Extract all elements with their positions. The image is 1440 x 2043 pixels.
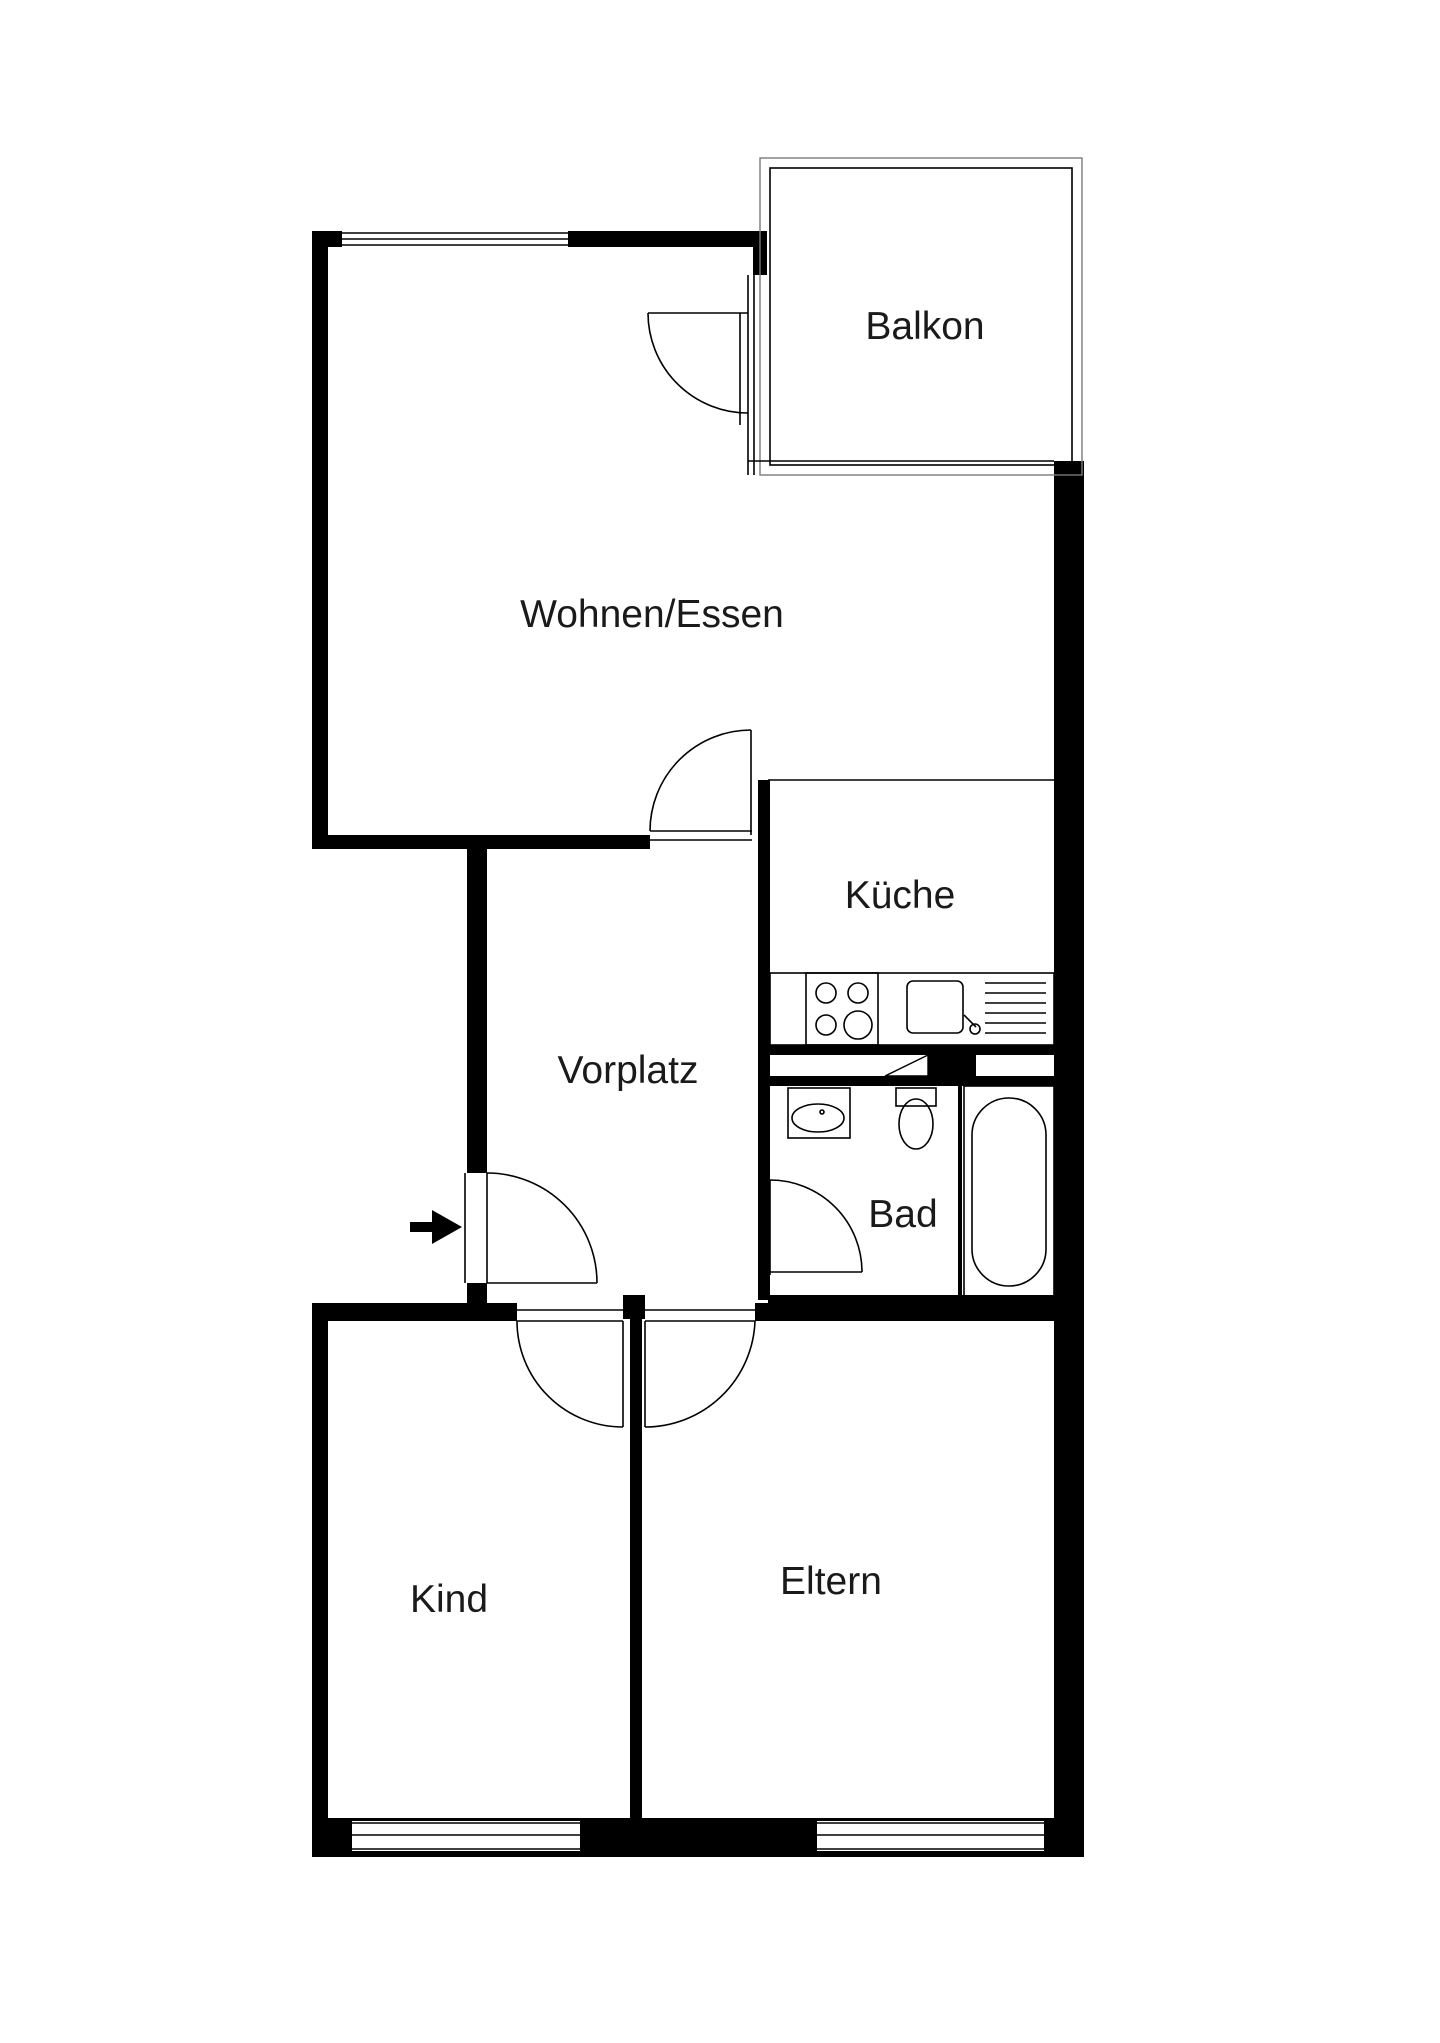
doors: [464, 312, 863, 1428]
arrow-right-icon: [410, 1210, 462, 1244]
wall-left-upper: [312, 231, 328, 843]
room-label-kueche: Küche: [845, 874, 956, 917]
wall-bedrooms-top-right: [755, 1303, 1055, 1321]
room-label-bad: Bad: [868, 1193, 937, 1236]
room-labels: Balkon Wohnen/Essen Küche Vorplatz Bad K…: [410, 305, 985, 1621]
wall-kitchen-bath-b: [768, 1076, 1056, 1086]
window-kind-bottom: [352, 1821, 580, 1851]
room-label-eltern: Eltern: [780, 1560, 882, 1603]
door-kind: [516, 1309, 624, 1428]
washbasin-icon: [787, 1087, 851, 1139]
door-eltern: [644, 1309, 756, 1428]
room-label-balkon: Balkon: [865, 305, 984, 348]
balcony-outline: [747, 157, 1083, 476]
bath-fixtures: [787, 1085, 1055, 1297]
window-eltern-bottom: [817, 1821, 1044, 1851]
shaft-symbol: [788, 1053, 1028, 1077]
wall-left-lower: [312, 1303, 328, 1857]
wall-vorplatz-right: [758, 780, 770, 1300]
wall-living-bottom: [312, 835, 650, 849]
kitchen-fixtures: [768, 779, 1055, 1046]
room-label-vorplatz: Vorplatz: [558, 1049, 699, 1092]
room-label-kind: Kind: [410, 1578, 488, 1621]
wall-kind-eltern: [630, 1303, 642, 1823]
windows: [342, 231, 1044, 1851]
door-living: [649, 729, 752, 841]
door-balcony: [647, 312, 749, 425]
door-bath: [769, 1179, 863, 1275]
window-living-top: [342, 231, 568, 247]
door-entrance: [464, 1172, 598, 1284]
stove-icon: [805, 972, 879, 1046]
bathtub-icon: [963, 1085, 1055, 1297]
wall-tub-edge: [958, 1084, 962, 1298]
wall-kitchen-bath-a: [768, 1045, 1056, 1055]
sink-icon: [906, 980, 1046, 1035]
wall-right: [1054, 461, 1084, 1857]
room-label-wohnen-essen: Wohnen/Essen: [520, 593, 784, 636]
wall-bedrooms-top-left: [312, 1303, 517, 1321]
toilet-icon: [895, 1087, 937, 1150]
